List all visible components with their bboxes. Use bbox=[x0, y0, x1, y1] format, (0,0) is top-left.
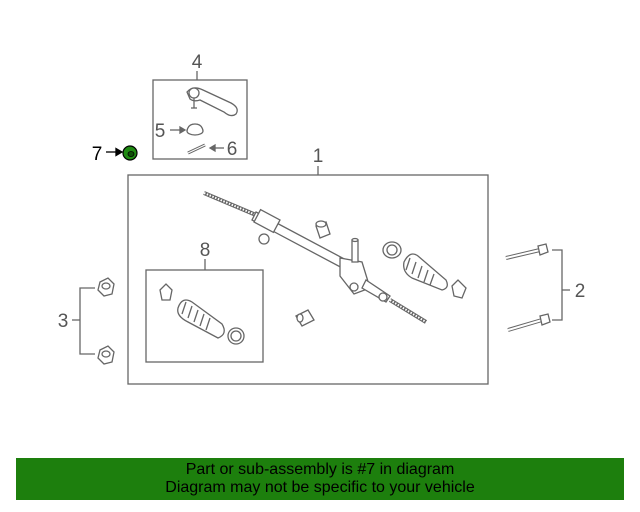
steering-rack-part bbox=[203, 191, 428, 324]
callout-4: 4 bbox=[192, 52, 203, 73]
disclaimer-line-2: Diagram may not be specific to your vehi… bbox=[165, 479, 475, 496]
left-boot-part bbox=[159, 283, 245, 345]
callout-1: 1 bbox=[313, 146, 324, 167]
right-boot-part bbox=[382, 241, 467, 299]
callout-5: 5 bbox=[155, 121, 166, 142]
disclaimer-line-1: Part or sub-assembly is #7 in diagram bbox=[185, 461, 455, 478]
callout-3: 3 bbox=[58, 311, 69, 332]
bushing-upper-part bbox=[315, 220, 331, 239]
callout-8: 8 bbox=[200, 240, 211, 261]
callout-7: 7 bbox=[92, 144, 103, 165]
tie-rod-end-part bbox=[186, 87, 238, 117]
cotter-pin-part bbox=[187, 143, 206, 155]
callout-2: 2 bbox=[575, 281, 586, 302]
nut-upper-part bbox=[97, 277, 115, 297]
highlighted-part-7 bbox=[122, 145, 138, 161]
bolt-upper-part bbox=[505, 243, 549, 260]
callout-6: 6 bbox=[227, 139, 238, 160]
disclaimer-banner: Part or sub-assembly is #7 in diagram Di… bbox=[16, 458, 624, 500]
dust-cap-part bbox=[186, 123, 204, 136]
bolt-lower-part bbox=[507, 313, 551, 332]
bushing-lower-part bbox=[295, 309, 315, 327]
nut-lower-part bbox=[97, 345, 115, 365]
